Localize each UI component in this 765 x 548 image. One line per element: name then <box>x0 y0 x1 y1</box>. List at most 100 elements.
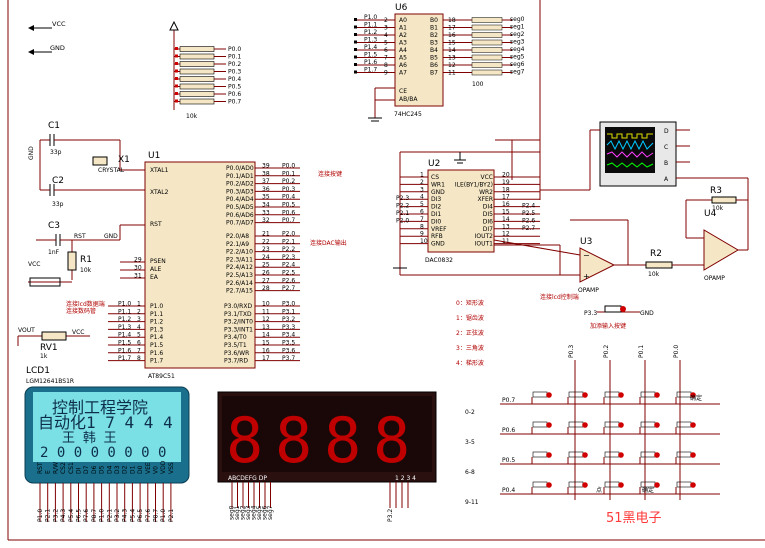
keypad-key[interactable] <box>568 481 584 488</box>
u2-pin-num: 9 <box>420 231 424 238</box>
u2-right-8: IOUT2 <box>475 233 494 240</box>
keypad-key-dot <box>690 422 696 428</box>
lcd-module[interactable]: LCD1 LGM12641BS1R 控制工程学院 自动化1 7 4 4 4 王 … <box>24 366 190 484</box>
respack-resistor <box>179 91 215 97</box>
keypad-key[interactable] <box>604 451 620 458</box>
keypad-key-dot <box>582 452 588 458</box>
keypad-key-dot <box>582 482 588 488</box>
keypad-col-1: P0.2 <box>603 345 610 358</box>
keypad-key-dot <box>654 422 660 428</box>
keypad-key[interactable] <box>640 391 656 398</box>
u6-a-0: A0 <box>399 17 407 24</box>
u1-p1-net-6: P1.6 <box>118 347 131 354</box>
keypad-key-dot <box>654 482 660 488</box>
keypad-key[interactable] <box>532 481 548 488</box>
keypad-key[interactable] <box>568 421 584 428</box>
u3-opamp[interactable]: U3 OPAMP − + <box>578 237 616 294</box>
u6-seg-2: seg2 <box>510 31 525 38</box>
reset-circuit[interactable]: C3 1nF R1 10k VCC RST GND <box>28 221 145 287</box>
u1-p1-label: P1.2 <box>150 319 163 326</box>
keypad-key[interactable] <box>676 451 692 458</box>
u2-left-6: DI0 <box>431 218 441 225</box>
u6-chip[interactable]: U6 74HC245 CE AB/BA 100 <box>394 3 484 118</box>
u1-p3-label: P3.1/TXD <box>224 311 252 318</box>
u1-ref: U1 <box>148 151 160 161</box>
u1-pin-num: 3 <box>137 316 141 323</box>
u1-p3-label: P3.4/T0 <box>224 334 247 341</box>
respack-net-3: P0.3 <box>228 69 241 76</box>
u1-p1-label: P1.7 <box>150 358 163 365</box>
keypad-key[interactable] <box>604 391 620 398</box>
keypad-key-dot <box>654 392 660 398</box>
gnd-terminal[interactable]: GND <box>28 44 65 55</box>
keypad-key-dot <box>582 392 588 398</box>
u6-ab: AB/BA <box>399 96 418 103</box>
u6-pin-num: 5 <box>384 40 388 47</box>
keypad-key-dot <box>546 482 552 488</box>
key-p3[interactable]: P3.3 GND <box>584 305 654 317</box>
keypad-row-0: P0.7 <box>502 397 515 404</box>
u4-opamp[interactable]: U4 OPAMP <box>703 209 739 282</box>
u1-pin-num: 32 <box>262 217 270 224</box>
seg-common-net: P3.2 <box>387 509 394 522</box>
keypad-key[interactable] <box>532 451 548 458</box>
u1-p3-label: P3.6/WR <box>224 350 249 357</box>
crystal-circuit[interactable]: C1 33p C2 33p X1 CRYSTAL GND <box>28 121 145 208</box>
keypad-key[interactable] <box>568 391 584 398</box>
u6-out-res <box>471 54 503 61</box>
vcc-terminal[interactable]: VCC <box>28 20 66 31</box>
u1-pin-label: P2.7/A15 <box>226 288 253 295</box>
u6-pin-num: 15 <box>448 40 456 47</box>
rv1-pot[interactable]: VOUT RV1 1k VCC <box>17 327 90 360</box>
u2-right-7: DI7 <box>483 226 493 233</box>
u1-pin-label: P2.0/A8 <box>226 233 249 240</box>
keypad-key[interactable] <box>568 451 584 458</box>
u6-a-7: A7 <box>399 70 407 77</box>
keypad-key[interactable] <box>604 421 620 428</box>
seven-seg-display[interactable]: 8 8 8 8 ABCDEFG DP 1 2 3 4 <box>217 391 437 483</box>
u1-pin-label: P0.1/AD1 <box>226 173 254 180</box>
keypad-key[interactable] <box>676 391 692 398</box>
respack-net-2: P0.2 <box>228 61 241 68</box>
u2-pin-num: 6 <box>420 209 424 216</box>
svg-text:VCC: VCC <box>28 261 40 268</box>
u2-dac[interactable]: U2 DAC0832 <box>425 159 495 264</box>
u1-pin-label: P0.3/AD3 <box>226 188 254 195</box>
seg-digit-2: 8 <box>275 404 312 477</box>
u1-pin-label: P2.6/A14 <box>226 280 253 287</box>
oscilloscope[interactable]: D C B A <box>599 121 677 187</box>
u1-p1-net-7: P1.7 <box>118 355 131 362</box>
svg-text:GND: GND <box>104 233 118 240</box>
keypad-key[interactable] <box>532 391 548 398</box>
u6-pin-num: 17 <box>448 25 456 32</box>
u6-in-net-0: P1.0 <box>364 14 377 21</box>
wave-item-2: 2：正弦波 <box>456 329 484 337</box>
u6-seg-4: seg4 <box>510 46 525 53</box>
respack-pin-dot <box>175 62 178 65</box>
u1-p3-net-3: P3.3 <box>282 324 295 331</box>
u2-pin-num: 13 <box>502 223 510 230</box>
keypad-key[interactable] <box>640 451 656 458</box>
keypad-key[interactable] <box>604 481 620 488</box>
resistor-pack[interactable]: 10k P0.0P0.1P0.2P0.3P0.4P0.5P0.6P0.7 <box>169 20 241 120</box>
keypad-key[interactable] <box>676 481 692 488</box>
u6-in-net-2: P1.2 <box>364 29 377 36</box>
r2-resistor[interactable]: R2 10k <box>645 249 673 278</box>
lcd-pin-net: P5.4 <box>129 509 136 522</box>
u1-chip[interactable]: U1 AT89C51 XTAL1 XTAL2 RST PSEN ALE EA <box>144 151 256 380</box>
keypad-key-label-3: 点 <box>596 486 602 494</box>
u1-pin-num: 38 <box>262 170 270 177</box>
u1-p1-label: P1.6 <box>150 350 163 357</box>
keypad-key[interactable] <box>532 421 548 428</box>
seg-bottom-left: ABCDEFG DP <box>228 475 267 482</box>
u1-pin-num: 5 <box>137 332 141 339</box>
seg-pin-net: seg1 <box>234 505 241 520</box>
rv1-vout: VOUT <box>18 327 35 334</box>
keypad-key[interactable] <box>676 421 692 428</box>
u1-net-0-5: P0.5 <box>282 202 295 209</box>
keypad-key[interactable] <box>640 421 656 428</box>
u2-pin-num: 4 <box>420 194 424 201</box>
